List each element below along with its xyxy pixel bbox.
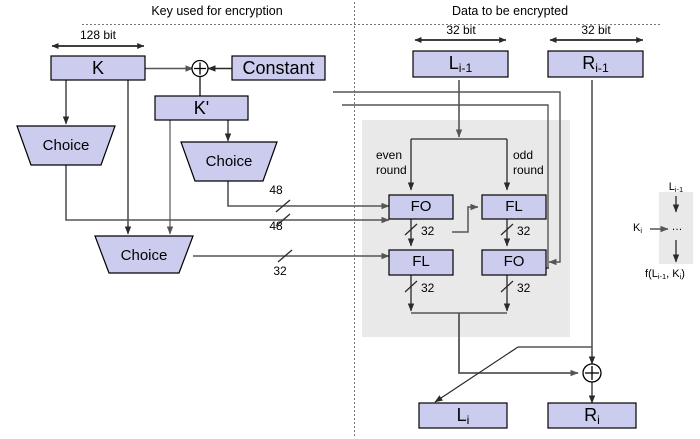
fl-top-label: FL xyxy=(505,198,523,215)
choice-bottom-shape[interactable] xyxy=(94,235,194,274)
right-half-label: Ri-1 xyxy=(582,53,609,76)
fo-bottom-box[interactable] xyxy=(481,249,547,276)
left-half-box[interactable] xyxy=(412,50,509,78)
fl-bottom-box[interactable] xyxy=(388,249,454,276)
width-label-fo-bottom: 32 xyxy=(517,281,531,295)
fl-top-box[interactable] xyxy=(481,194,547,220)
even-round-label-line2: round xyxy=(376,163,407,177)
fo-bottom-label: FO xyxy=(503,253,525,270)
odd-round-label-line1: odd xyxy=(513,148,534,162)
round-function-panel xyxy=(362,120,570,337)
right-half-box[interactable] xyxy=(547,50,644,78)
legend-wiring xyxy=(650,196,680,263)
bus-label-32-fl: 32 xyxy=(273,264,287,278)
xor-gate-key xyxy=(191,59,209,78)
odd-round-label-line2: round xyxy=(513,163,544,177)
out-left-box[interactable] xyxy=(418,402,508,429)
width-label-fl-bottom: 32 xyxy=(421,281,435,295)
out-right-label: Ri xyxy=(584,405,600,428)
legend-output-label: f(Li-1, Ki) xyxy=(645,268,685,281)
header-right: Data to be encrypted xyxy=(451,4,569,18)
key-prime-box-label: K' xyxy=(193,98,210,118)
bus-label-48-lower: 48 xyxy=(269,219,283,233)
fl-bottom-label: FL xyxy=(412,253,430,270)
wire-fo-top-to-fl-top xyxy=(452,203,479,233)
even-round-label-line1: even xyxy=(376,148,403,162)
choice-left-shape[interactable] xyxy=(16,125,116,166)
width-label-fl-top: 32 xyxy=(517,224,531,238)
legend-input-label: Li-1 xyxy=(668,181,684,194)
wire-f-output-to-xor xyxy=(458,313,579,377)
legend-ellipsis: … xyxy=(671,221,683,233)
wire-choice-left-bus48 xyxy=(65,165,390,224)
wire-choice-mid-bus48 xyxy=(227,181,390,210)
choice-left-label: Choice xyxy=(42,137,90,154)
fo-top-label: FO xyxy=(410,198,432,215)
constant-box-label: Constant xyxy=(242,58,315,78)
bus-slash-marks xyxy=(275,199,293,263)
key-prime-box[interactable] xyxy=(154,95,249,121)
legend-key-label: Ki xyxy=(633,222,643,235)
wire-crossover-to-lout xyxy=(434,346,592,403)
dimension-label-right32: 32 bit xyxy=(581,23,611,37)
choice-mid-label: Choice xyxy=(205,153,253,170)
core-slash-marks xyxy=(404,223,514,293)
out-left-label: Li xyxy=(456,405,470,428)
left-half-label: Li-1 xyxy=(448,53,473,76)
fo-top-box[interactable] xyxy=(388,194,454,220)
key-box-label: K xyxy=(91,58,104,78)
bus-label-48-upper: 48 xyxy=(269,183,283,197)
wire-lhalf-split xyxy=(407,138,511,191)
wire-feedback-upper xyxy=(333,91,561,266)
choice-mid-shape[interactable] xyxy=(180,141,278,182)
xor-gate-output xyxy=(582,363,602,383)
key-box[interactable] xyxy=(50,55,146,81)
out-right-box[interactable] xyxy=(547,402,637,429)
choice-bottom-label: Choice xyxy=(120,247,168,264)
header-left: Key used for encryption xyxy=(151,4,283,18)
dimension-label-128bit: 128 bit xyxy=(79,28,117,42)
constant-box[interactable] xyxy=(231,55,326,81)
dimension-label-left32: 32 bit xyxy=(446,23,476,37)
width-label-fo-top: 32 xyxy=(421,224,435,238)
